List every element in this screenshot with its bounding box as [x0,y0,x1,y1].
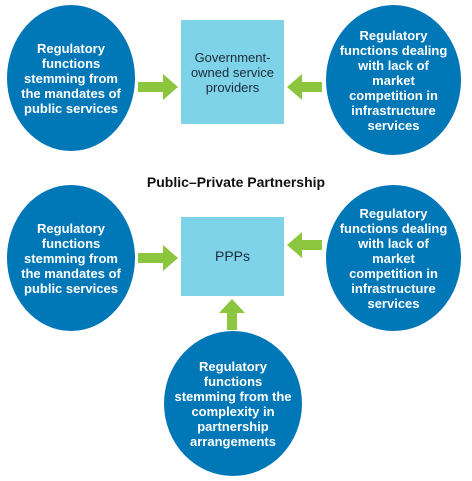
circle-market-competition-bottom: Regulatory functions dealing with lack o… [326,185,461,331]
arrow-top-right-to-box [287,74,322,100]
arrow-top-left-to-box [138,74,178,100]
circle-mandates-public-services-bottom: Regulatory functions stemming from the m… [7,185,135,331]
circle-market-competition-top: Regulatory functions dealing with lack o… [326,5,461,155]
circle-partnership-complexity: Regulatory functions stemming from the c… [164,331,302,476]
arrow-bottom-center-to-box [219,299,245,330]
box-government-owned-service-providers: Government-owned service providers [181,20,284,124]
circle-label: Regulatory functions dealing with lack o… [339,27,448,133]
circle-label: Regulatory functions stemming from the m… [21,220,121,296]
circle-mandates-public-services-top: Regulatory functions stemming from the m… [7,5,135,151]
box-label: PPPs [214,248,250,264]
circle-label: Regulatory functions stemming from the c… [174,358,292,449]
box-label: Government-owned service providers [190,49,275,95]
circle-label: Regulatory functions stemming from the m… [21,40,121,116]
arrow-bottom-right-to-box [287,232,322,258]
circle-label: Regulatory functions dealing with lack o… [339,205,448,311]
section-heading: Public–Private Partnership [146,174,326,190]
arrow-bottom-left-to-box [138,245,178,271]
box-ppps: PPPs [181,217,284,296]
